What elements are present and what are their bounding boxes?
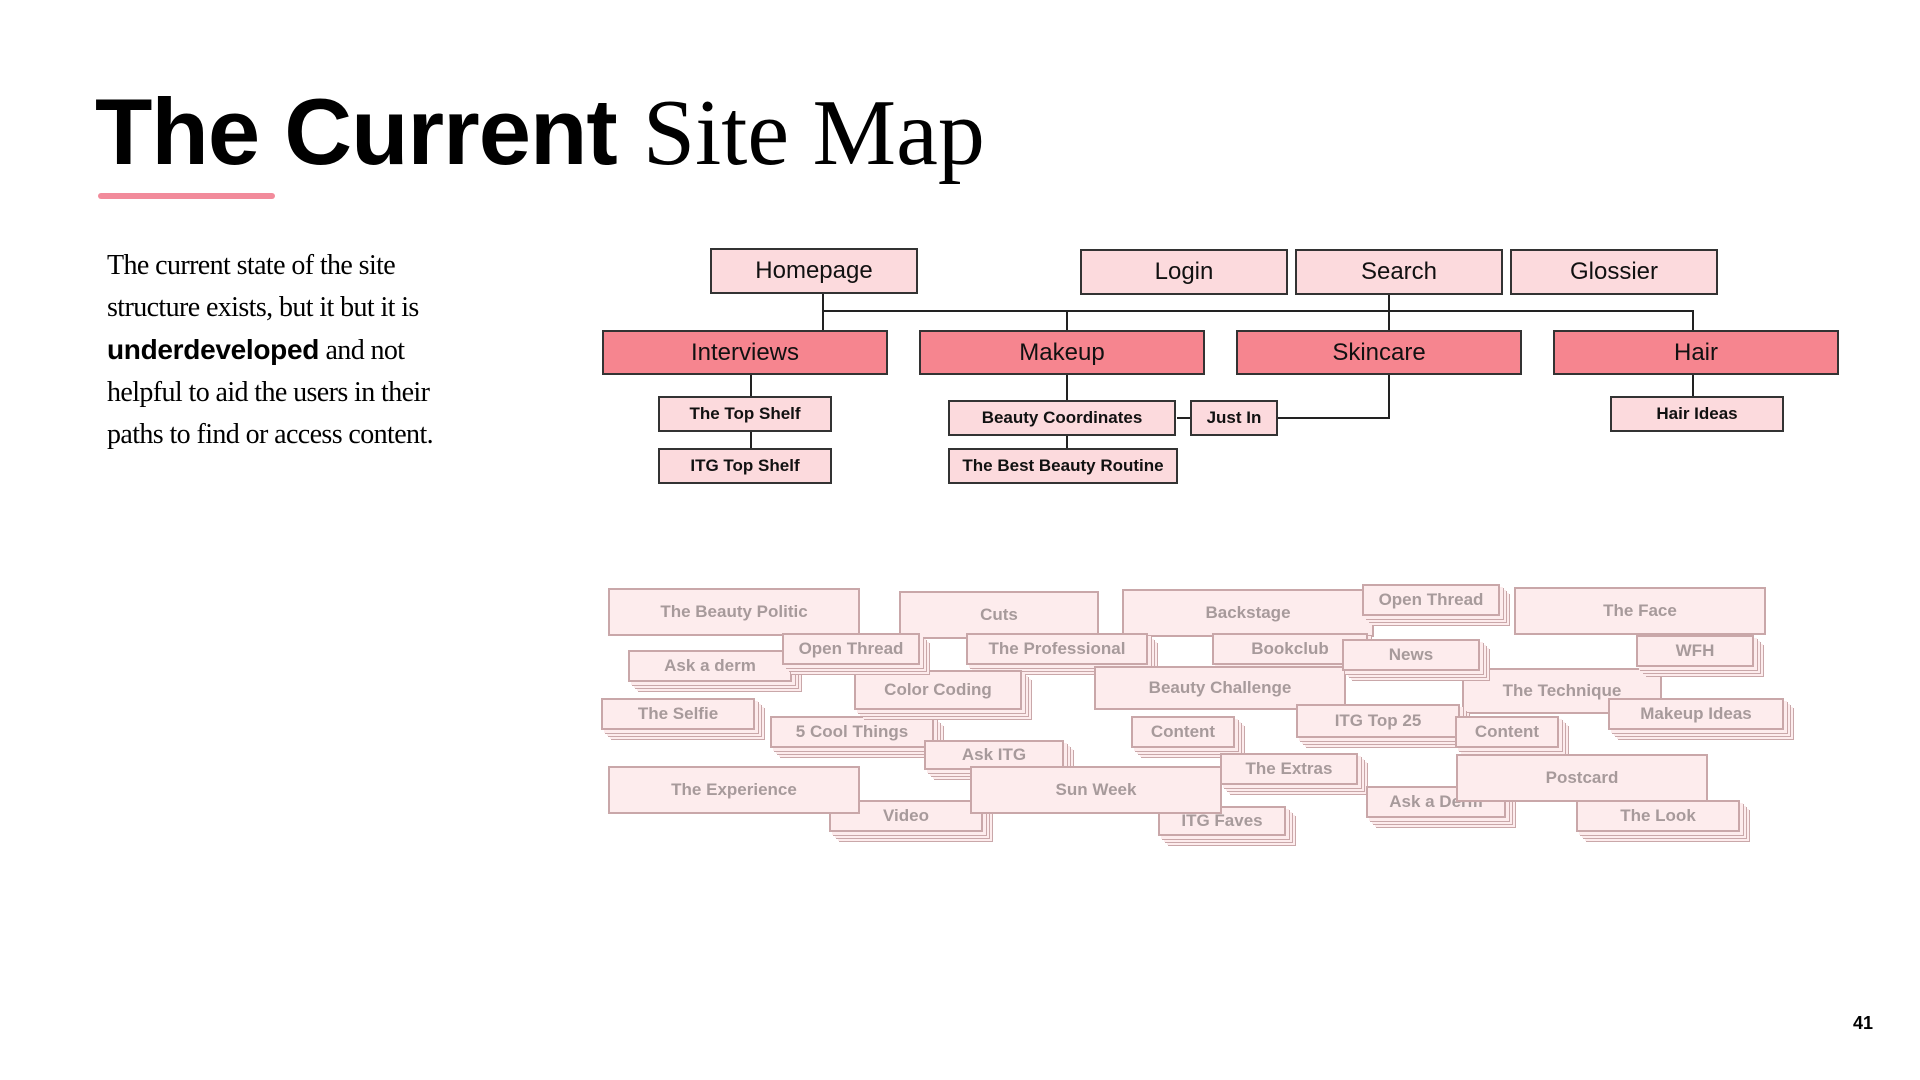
connector-line xyxy=(1066,310,1068,330)
ghost-page: ITG Top 25 xyxy=(1296,704,1460,738)
description-emphasis: underdeveloped xyxy=(107,334,320,365)
description-text: The current state of the site structure … xyxy=(107,245,437,456)
ghost-page: The Beauty Politic xyxy=(608,588,860,636)
connector-line xyxy=(1066,375,1068,400)
description-after: and not helpful to aid the users in thei… xyxy=(107,335,434,450)
title-bold: The Current xyxy=(95,79,618,184)
node-homepage: Homepage xyxy=(710,248,918,294)
connector-line xyxy=(1177,417,1191,419)
ghost-page: Makeup Ideas xyxy=(1608,698,1784,730)
ghost-page: Sun Week xyxy=(970,766,1222,814)
connector-line xyxy=(1692,375,1694,397)
ghost-page: The Professional xyxy=(966,633,1148,665)
connector-line xyxy=(750,375,752,397)
category-makeup: Makeup xyxy=(919,330,1205,375)
ghost-page: Color Coding xyxy=(854,670,1022,710)
connector-line xyxy=(822,310,1694,312)
connector-line xyxy=(822,310,824,330)
node-just-in: Just In xyxy=(1190,400,1278,436)
connector-line xyxy=(1388,310,1390,330)
ghost-page: Postcard xyxy=(1456,754,1708,802)
page-title: The Current Site Map xyxy=(95,80,985,185)
category-skincare: Skincare xyxy=(1236,330,1522,375)
ghost-page: Content xyxy=(1131,716,1235,748)
ghost-page: 5 Cool Things xyxy=(770,716,934,748)
node-search: Search xyxy=(1295,249,1503,295)
ghost-page: The Selfie xyxy=(601,698,755,730)
ghost-page: The Face xyxy=(1514,587,1766,635)
ghost-page: Open Thread xyxy=(782,633,920,665)
node-beauty-coordinates: Beauty Coordinates xyxy=(948,400,1176,436)
ghost-page: Ask a derm xyxy=(628,650,792,682)
node-glossier: Glossier xyxy=(1510,249,1718,295)
ghost-page: The Extras xyxy=(1220,753,1358,785)
connector-line xyxy=(822,294,824,312)
ghost-page: The Look xyxy=(1576,800,1740,832)
ghost-page: Cuts xyxy=(899,591,1099,639)
node-the-top-shelf: The Top Shelf xyxy=(658,396,832,432)
connector-line xyxy=(1388,294,1390,312)
connector-line xyxy=(1278,417,1390,419)
ghost-page: Open Thread xyxy=(1362,584,1500,616)
connector-line xyxy=(1692,310,1694,330)
ghost-page: WFH xyxy=(1636,635,1754,667)
connector-line xyxy=(1066,436,1068,450)
ghost-page: News xyxy=(1342,639,1480,671)
connector-line xyxy=(750,431,752,451)
category-hair: Hair xyxy=(1553,330,1839,375)
connector-line xyxy=(1388,375,1390,419)
description-before: The current state of the site structure … xyxy=(107,250,419,323)
node-login: Login xyxy=(1080,249,1288,295)
ghost-page: Content xyxy=(1455,716,1559,748)
node-itg-top-shelf: ITG Top Shelf xyxy=(658,448,832,484)
ghost-page: The Experience xyxy=(608,766,860,814)
ghost-page: Backstage xyxy=(1122,589,1374,637)
node-best-beauty-routine: The Best Beauty Routine xyxy=(948,448,1178,484)
title-regular: Site Map xyxy=(642,81,985,185)
ghost-page: Ask ITG xyxy=(924,740,1064,770)
category-interviews: Interviews xyxy=(602,330,888,375)
title-underline xyxy=(98,193,275,199)
page-number: 41 xyxy=(1853,1013,1874,1033)
node-hair-ideas: Hair Ideas xyxy=(1610,396,1784,432)
ghost-page: Beauty Challenge xyxy=(1094,666,1346,710)
